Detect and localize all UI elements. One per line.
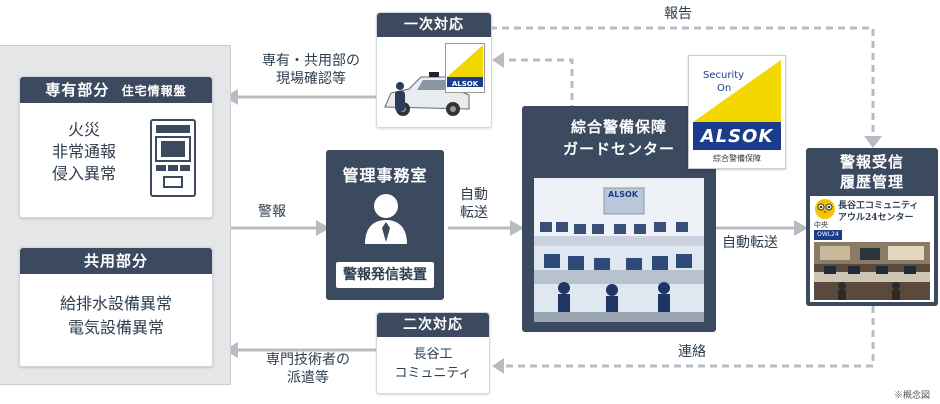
renraku-arrow (502, 306, 875, 368)
note-label: ※概念図 (894, 391, 931, 401)
senyu-items: 火災 非常通報 侵入異常 (52, 119, 116, 185)
genba-arrowhead (224, 89, 238, 105)
keiho-arrow-label: 警報 (258, 204, 286, 220)
keiho-center-line: 長谷工コミュニティ (838, 201, 919, 211)
owl-center-photo (814, 242, 930, 300)
alsok-logo-brand: ALSOK (700, 126, 774, 147)
niji-header: 二次対応 (377, 313, 489, 337)
jido2-arrowhead (794, 220, 808, 236)
owl24-badge: OWL24 (814, 230, 842, 240)
control-room-photo (534, 178, 704, 322)
kyoyo-box: 共用部分 給排水設備異常 電気設備異常 (19, 247, 213, 367)
guard-screen-brand: ALSOK (608, 190, 639, 199)
genba-line: 専有・共用部の (262, 53, 360, 69)
kyoyo-item: 給排水設備異常 (59, 294, 172, 313)
guard-center-box: 綜合警備保障 ガードセンター ALSOK (522, 106, 716, 332)
jido-tenso-label-2: 自動転送 (722, 235, 778, 251)
senyu-item: 火災 (68, 120, 101, 139)
jido-tenso-label-1: 自動 転送 (460, 186, 488, 222)
kanri-device: 警報発信装置 (336, 262, 434, 288)
hokoku-arrowhead (864, 136, 882, 148)
niji-line: コミュニティ (394, 366, 472, 381)
info-panel-icon (150, 119, 196, 197)
ichiji-box: 一次対応 ALSOK (376, 12, 492, 128)
alsok-logo: Security On ALSOK 綜合警備保障 (688, 55, 786, 169)
keiho-title-line: 履歴管理 (839, 173, 904, 191)
senyu-subtitle: 住宅情報盤 (121, 84, 187, 98)
keiho-title: 警報受信 履歴管理 (806, 152, 938, 192)
genba-label: 専有・共用部の 現場確認等 (246, 52, 376, 88)
ichiji-alsok-sticker (445, 43, 485, 93)
jido-line: 転送 (460, 205, 488, 221)
keiho-center-name: 長谷工コミュニティ アウル24センター (838, 200, 918, 224)
alsok-logo-caption: 綜合警備保障 (713, 154, 761, 163)
renraku-arrowhead (492, 358, 504, 374)
renraku-label: 連絡 (678, 344, 706, 360)
hokoku-label: 報告 (664, 6, 692, 22)
haken-label: 専門技術者の 派遣等 (248, 351, 368, 387)
guard-to-ichiji-arrowhead (492, 52, 504, 68)
person-icon (365, 194, 407, 244)
kanri-box: 管理事務室 警報発信装置 (326, 150, 444, 300)
alsok-logo-line2: On (717, 83, 732, 94)
guard-title-line: ガードセンター (562, 140, 675, 158)
ichiji-header: 一次対応 (377, 13, 491, 37)
senyu-item: 非常通報 (52, 142, 117, 161)
keiho-title-line: 警報受信 (839, 153, 904, 171)
kanri-title: 管理事務室 (342, 166, 428, 185)
senyu-header: 専有部分 住宅情報盤 (20, 77, 212, 103)
senyu-box: 専有部分 住宅情報盤 火災 非常通報 侵入異常 (19, 76, 213, 218)
haken-line: 派遣等 (287, 370, 329, 386)
senyu-title: 専有部分 (45, 81, 110, 99)
kyoyo-header: 共用部分 (20, 248, 212, 274)
keiho-center-line: アウル24センター (838, 213, 914, 223)
guard-title-line: 綜合警備保障 (570, 118, 667, 136)
guard-to-ichiji-arrow (502, 58, 574, 112)
keiho-inner: 中央 長谷工コミュニティ アウル24センター OWL24 (810, 196, 934, 302)
kyoyo-items: 給排水設備異常 電気設備異常 (20, 292, 212, 340)
haken-arrowhead (224, 342, 238, 358)
owl-mark-text: 中央 (814, 221, 828, 229)
guard-title: 綜合警備保障 ガードセンター (522, 116, 716, 160)
owl-logo (815, 199, 835, 219)
jido1-arrowhead (510, 220, 524, 236)
genba-line: 現場確認等 (276, 71, 346, 87)
hokoku-arrow (478, 26, 875, 140)
keiho-box: 警報受信 履歴管理 中央 長谷工コミュニティ アウル24センター OWL24 (806, 148, 938, 306)
ichiji-sticker-brand: ALSOK (451, 80, 479, 88)
senyu-item: 侵入異常 (52, 164, 117, 183)
jido-line: 自動 (460, 187, 488, 203)
niji-box: 二次対応 長谷工 コミュニティ (376, 312, 490, 394)
kyoyo-item: 電気設備異常 (67, 318, 164, 337)
haken-line: 専門技術者の (266, 352, 350, 368)
keiho-arrowhead (316, 220, 330, 236)
alsok-logo-mark (693, 60, 781, 150)
alsok-logo-line1: Security (703, 70, 745, 81)
niji-line: 長谷工 (413, 347, 453, 362)
niji-body: 長谷工 コミュニティ (377, 345, 489, 383)
